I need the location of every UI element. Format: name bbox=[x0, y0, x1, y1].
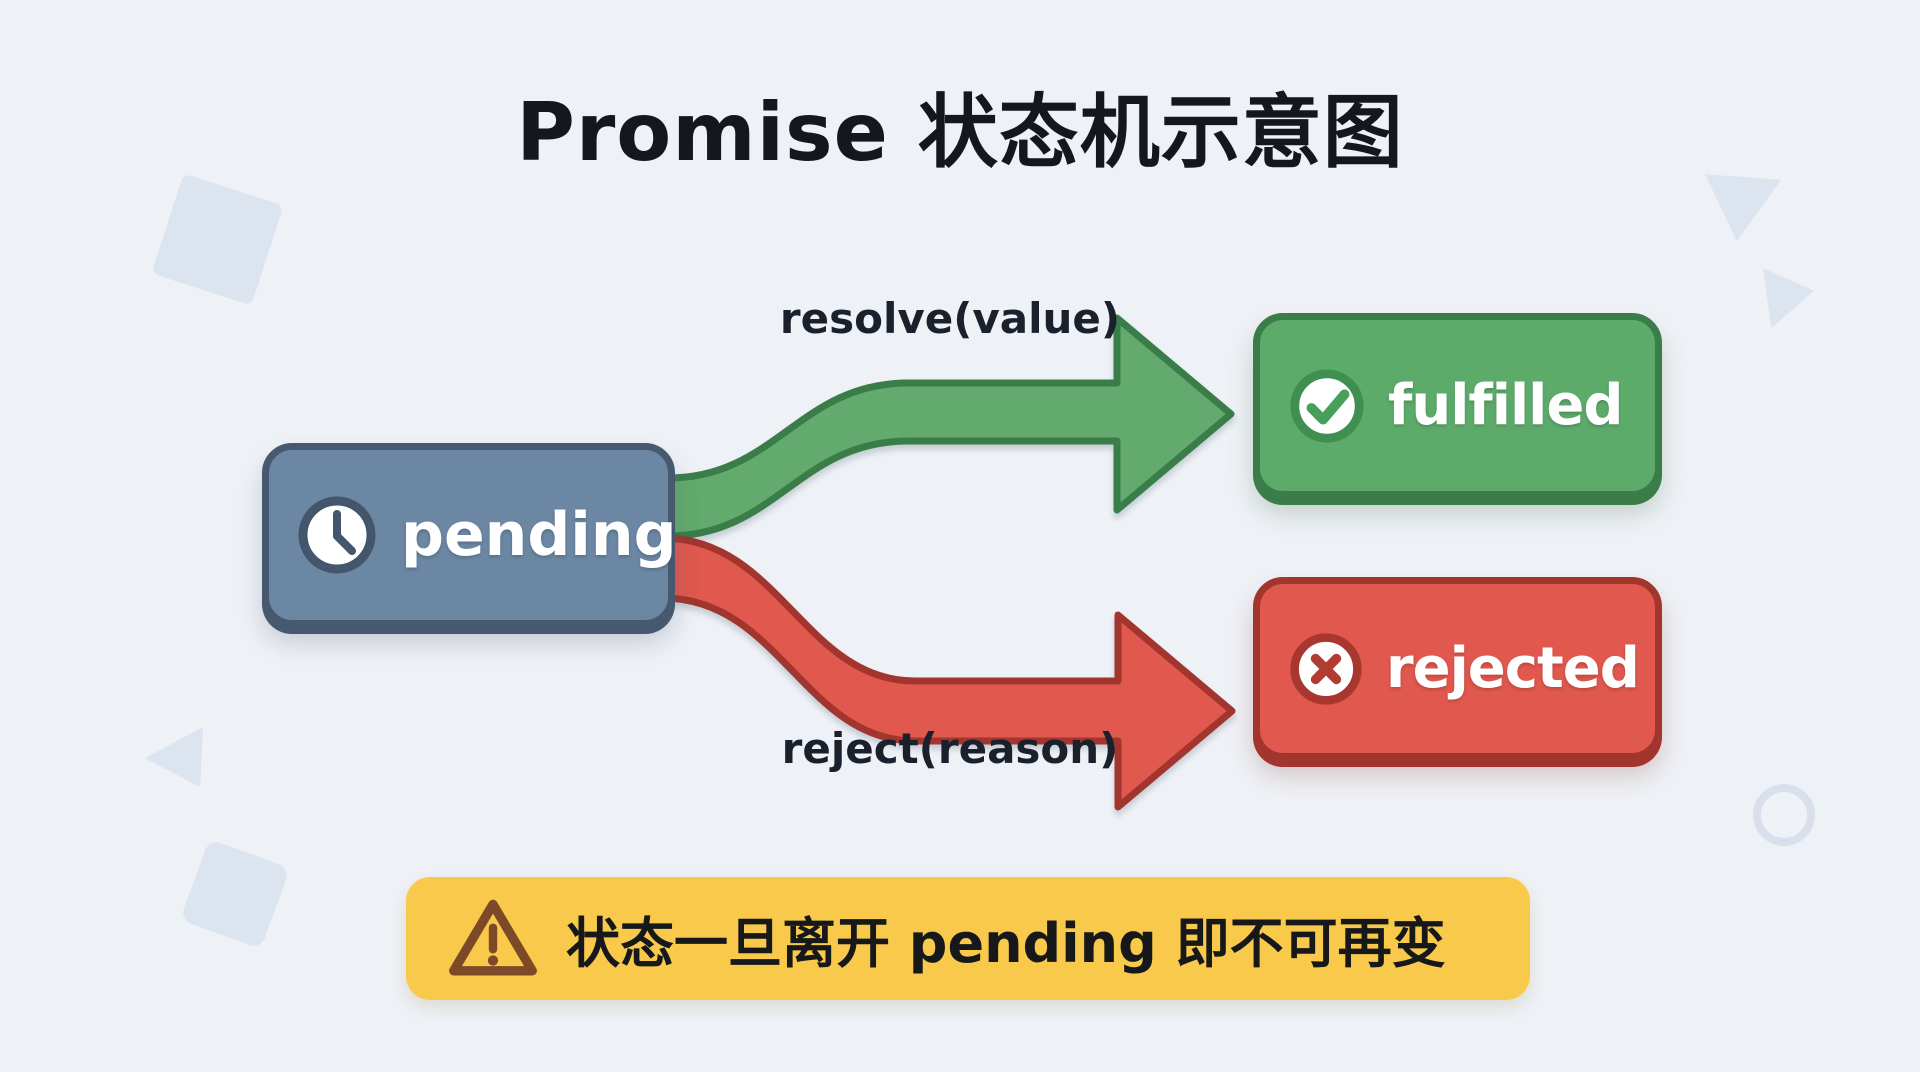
state-rejected: rejected bbox=[1253, 577, 1662, 760]
state-pending: pending bbox=[262, 443, 677, 627]
x-icon bbox=[1288, 631, 1364, 707]
resolve-label: resolve(value) bbox=[779, 294, 1121, 343]
warning-icon bbox=[446, 896, 540, 982]
warning-note-text: 状态一旦离开 pending 即不可再变 bbox=[566, 912, 1446, 975]
state-fulfilled-label: fulfilled bbox=[1388, 373, 1623, 438]
state-pending-label: pending bbox=[401, 500, 677, 570]
decor-ring-bottom-right bbox=[1753, 784, 1815, 846]
reject-arrow bbox=[661, 534, 1236, 811]
state-fulfilled: fulfilled bbox=[1253, 313, 1662, 498]
state-rejected-label: rejected bbox=[1386, 636, 1640, 701]
check-icon bbox=[1288, 367, 1366, 445]
resolve-arrow bbox=[661, 314, 1235, 540]
page-title: Promise 状态机示意图 bbox=[516, 86, 1404, 179]
clock-icon bbox=[297, 495, 377, 575]
warning-note: 状态一旦离开 pending 即不可再变 bbox=[406, 877, 1530, 1000]
reject-label: reject(reason) bbox=[781, 724, 1119, 773]
